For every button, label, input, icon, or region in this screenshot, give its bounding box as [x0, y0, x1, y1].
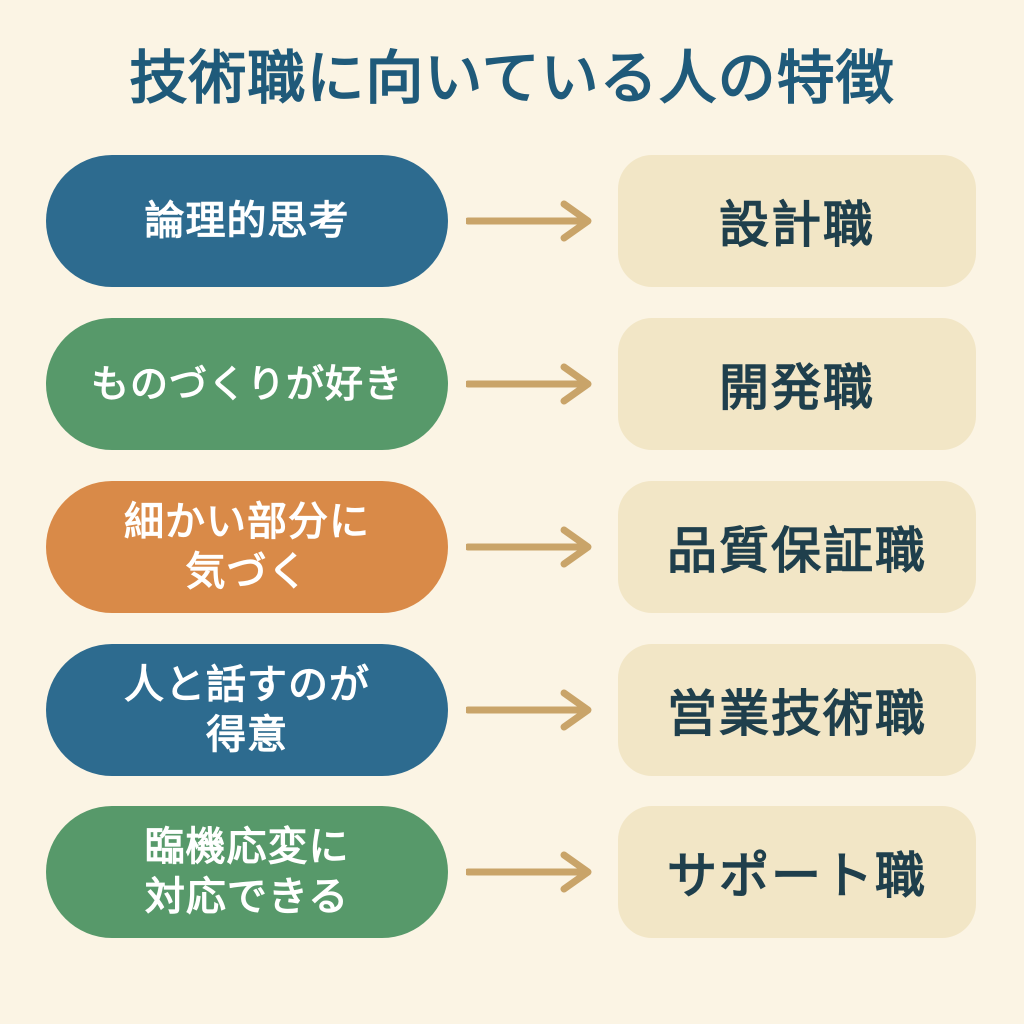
job-box: サポート職 [618, 806, 976, 938]
job-box: 品質保証職 [618, 481, 976, 613]
trait-pill: 細かい部分に 気づく [46, 481, 448, 613]
arrow-right-icon [466, 689, 592, 731]
mapping-row: 細かい部分に 気づく 品質保証職 [0, 481, 1024, 613]
trait-pill: 人と話すのが 得意 [46, 644, 448, 776]
job-box: 営業技術職 [618, 644, 976, 776]
arrow-right-icon [466, 851, 592, 893]
mapping-row: ものづくりが好き 開発職 [0, 318, 1024, 450]
job-box: 設計職 [618, 155, 976, 287]
trait-pill: ものづくりが好き [46, 318, 448, 450]
arrow-right-icon [466, 526, 592, 568]
mapping-row: 論理的思考 設計職 [0, 155, 1024, 287]
trait-pill: 臨機応変に 対応できる [46, 806, 448, 938]
mapping-row: 人と話すのが 得意 営業技術職 [0, 644, 1024, 776]
page-title: 技術職に向いている人の特徴 [129, 44, 895, 112]
trait-pill: 論理的思考 [46, 155, 448, 287]
job-box: 開発職 [618, 318, 976, 450]
arrow-right-icon [466, 363, 592, 405]
arrow-right-icon [466, 200, 592, 242]
mapping-row: 臨機応変に 対応できる サポート職 [0, 806, 1024, 938]
